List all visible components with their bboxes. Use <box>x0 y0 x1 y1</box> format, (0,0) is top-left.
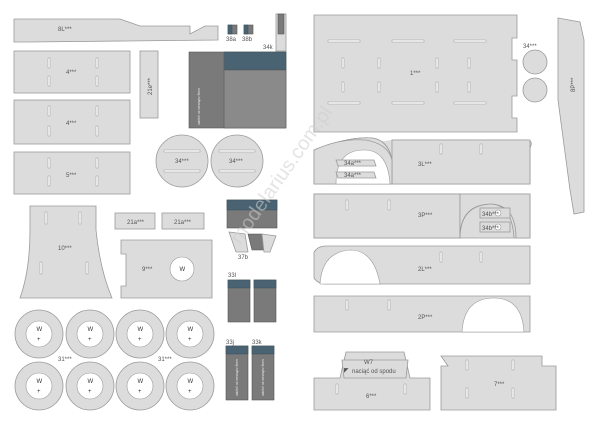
label-1: 1*** <box>410 71 421 77</box>
wheel-1-plus: + <box>37 337 41 343</box>
part-34b-1: 34b*** <box>479 207 511 219</box>
label-3L: 3L*** <box>418 162 432 168</box>
part-10: 10*** <box>19 205 113 299</box>
part-5: 5*** <box>13 151 131 195</box>
part-34b-2: 34b*** <box>479 221 511 233</box>
part-21a-2: 21a*** <box>161 212 205 230</box>
label-34k: 34k <box>263 45 274 51</box>
label-21a-1: 21a*** <box>127 220 145 226</box>
wheel-5-plus: + <box>37 389 41 395</box>
label-33l: 33l <box>228 273 236 279</box>
label-31-a: 31*** <box>58 357 72 363</box>
label-4-middle: 4*** <box>66 121 77 127</box>
wheel-2-w: W <box>88 327 94 333</box>
wheel-3-plus: + <box>138 337 142 343</box>
part-33k: 33k nakleić od wewnątrz 8mm <box>251 340 275 401</box>
part-4-top: 4*** <box>13 50 131 94</box>
wheel-7: W + <box>115 361 165 411</box>
wheel-7-plus: + <box>138 389 142 395</box>
part-34k: 34k nakleić od wewnątrz 8mm <box>188 13 287 129</box>
wheel-row-1: W + W + W + W + <box>14 309 215 359</box>
wheel-6: W + <box>65 361 115 411</box>
part-33l: 33l <box>227 273 277 323</box>
wheel-5: W + <box>14 361 64 411</box>
label-33k: 33k <box>252 340 263 346</box>
part-34-disc-2: 34*** <box>210 134 264 188</box>
wheel-1: W + <box>14 309 64 359</box>
part-2L: 2L*** <box>313 245 531 285</box>
label-naciac: naciąć od spodu <box>352 369 396 375</box>
wheel-3: W + <box>115 309 165 359</box>
part-4-middle: 4*** <box>13 99 131 145</box>
label-9-w: W <box>180 267 186 273</box>
wheel-2: W + <box>65 309 115 359</box>
part-34-right: 34*** <box>522 44 548 103</box>
label-34-c: 34*** <box>523 44 537 50</box>
wheel-7-w: W <box>138 379 144 385</box>
part-8L: 8L*** <box>13 18 219 43</box>
label-W7: W7 <box>364 360 374 366</box>
label-34b-1: 34b*** <box>482 212 500 218</box>
part-37b: 37b <box>226 199 278 261</box>
label-2L: 2L*** <box>418 267 432 273</box>
label-38b: 38b <box>242 37 253 43</box>
label-7: 7*** <box>494 382 505 388</box>
part-3P: 3P*** <box>313 193 531 239</box>
part-38b: 38b <box>242 24 254 43</box>
wheel-8-plus: + <box>188 389 192 395</box>
label-34-b: 34*** <box>229 159 243 165</box>
label-33j: 33j <box>226 340 234 346</box>
label-4-top: 4*** <box>66 70 77 76</box>
wheel-5-w: W <box>37 379 43 385</box>
wheel-row-2: W + W + W + W + <box>14 361 215 411</box>
part-33j: 33j nakleić od wewnątrz 8mm <box>225 340 249 401</box>
wheel-8-w: W <box>188 379 194 385</box>
label-5: 5*** <box>66 173 77 179</box>
part-21e: 21e*** <box>139 50 159 119</box>
label-34-a: 34*** <box>175 159 189 165</box>
label-37b: 37b <box>238 255 249 261</box>
part-34a-arch-1: 34a*** <box>335 159 377 167</box>
part-34a-arch-2: 34a*** <box>335 171 377 179</box>
wheel-4: W + <box>165 309 215 359</box>
part-7: 7*** <box>440 355 557 411</box>
part-34-disc-1: 34*** <box>155 134 209 188</box>
label-9: 9*** <box>142 267 153 273</box>
part-9: W 9*** <box>120 239 213 299</box>
label-8P: 8P*** <box>571 77 577 92</box>
label-34a-2: 34a*** <box>344 173 362 179</box>
part-38a: 38a <box>226 24 238 43</box>
part-21a-1: 21a*** <box>114 212 156 230</box>
label-2P: 2P*** <box>418 315 433 321</box>
wheel-1-w: W <box>37 327 43 333</box>
label-8L: 8L*** <box>58 27 72 33</box>
svg-text:nakleić od wewnątrz 8mm: nakleić od wewnątrz 8mm <box>261 359 265 396</box>
wheel-4-plus: + <box>188 337 192 343</box>
svg-text:nakleić od wewnątrz 8mm: nakleić od wewnątrz 8mm <box>197 88 201 125</box>
svg-text:nakleić od wewnątrz 8mm: nakleić od wewnątrz 8mm <box>235 359 239 396</box>
part-8P: 8P*** <box>557 17 585 215</box>
label-34b-2: 34b*** <box>482 226 500 232</box>
label-3P: 3P*** <box>418 213 433 219</box>
part-6: W7 ◤ naciąć od spodu 6*** <box>313 351 431 411</box>
part-2P: 2P*** <box>313 295 531 333</box>
wheel-4-w: W <box>188 327 194 333</box>
label-21e: 21e*** <box>148 77 154 95</box>
wheel-6-plus: + <box>88 389 92 395</box>
label-34a-1: 34a*** <box>344 161 362 167</box>
label-31-b: 31*** <box>158 357 172 363</box>
svg-text:◤: ◤ <box>344 368 349 374</box>
part-1: 1*** <box>313 14 518 133</box>
label-10: 10*** <box>58 246 72 252</box>
wheel-8: W + <box>165 361 215 411</box>
wheel-3-w: W <box>138 327 144 333</box>
label-6: 6*** <box>366 394 377 400</box>
wheel-2-plus: + <box>88 337 92 343</box>
wheel-6-w: W <box>88 379 94 385</box>
label-21a-2: 21a*** <box>174 220 192 226</box>
label-38a: 38a <box>226 37 237 43</box>
